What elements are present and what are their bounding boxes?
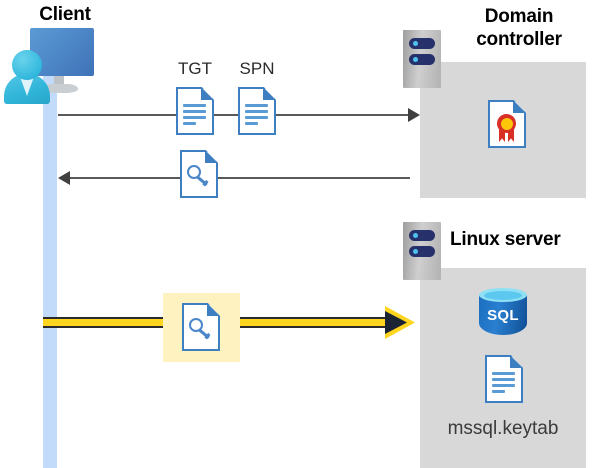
client-title: Client (39, 4, 91, 25)
tgt-document-icon (176, 87, 214, 135)
linux-server-icon (403, 222, 441, 280)
sql-database-icon: SQL (479, 288, 527, 342)
linux-server-title: Linux server (450, 229, 561, 250)
monitor-base-icon (42, 84, 78, 93)
reply-arrow-segment-1 (70, 177, 180, 179)
present-ticket-arrowhead-icon (385, 306, 415, 339)
request-arrow-segment-2 (214, 114, 238, 116)
spn-document-icon (238, 87, 276, 135)
domain-controller-server-icon (403, 30, 441, 88)
seal-ribbon-left-icon (499, 129, 505, 142)
spn-label: SPN (239, 59, 275, 78)
request-arrow-segment-3 (276, 114, 410, 116)
user-head-icon (12, 50, 42, 80)
domain-controller-title: Domain controller (444, 5, 594, 51)
key-icon (189, 317, 213, 341)
certificate-document-icon (488, 100, 526, 148)
present-ticket-arrow-segment-left (43, 317, 182, 328)
monitor-neck-icon (54, 76, 64, 86)
server-bay-2-icon (409, 54, 435, 65)
domain-controller-title-line2: controller (476, 29, 562, 50)
server-bay-1-icon (409, 230, 435, 241)
highlighted-service-ticket-document-icon (182, 303, 220, 351)
keytab-filename-label: mssql.keytab (447, 418, 559, 439)
present-ticket-arrow-segment-right (220, 317, 388, 328)
server-bay-2-icon (409, 246, 435, 257)
sql-database-label: SQL (487, 307, 519, 324)
key-icon (187, 164, 211, 188)
seal-inner-icon (500, 117, 513, 130)
reply-arrow-segment-2 (218, 177, 410, 179)
seal-ribbon-right-icon (508, 129, 514, 142)
keytab-document-icon (485, 355, 523, 403)
tgt-label: TGT (178, 59, 212, 78)
reply-arrowhead-icon (58, 171, 70, 185)
service-ticket-document-icon (180, 150, 218, 198)
domain-controller-title-line1: Domain (484, 6, 554, 27)
request-arrow-segment-1 (58, 114, 176, 116)
client-workstation-icon (4, 28, 94, 104)
client-lifeline (43, 72, 57, 468)
server-bay-1-icon (409, 38, 435, 49)
request-arrowhead-icon (408, 108, 420, 122)
